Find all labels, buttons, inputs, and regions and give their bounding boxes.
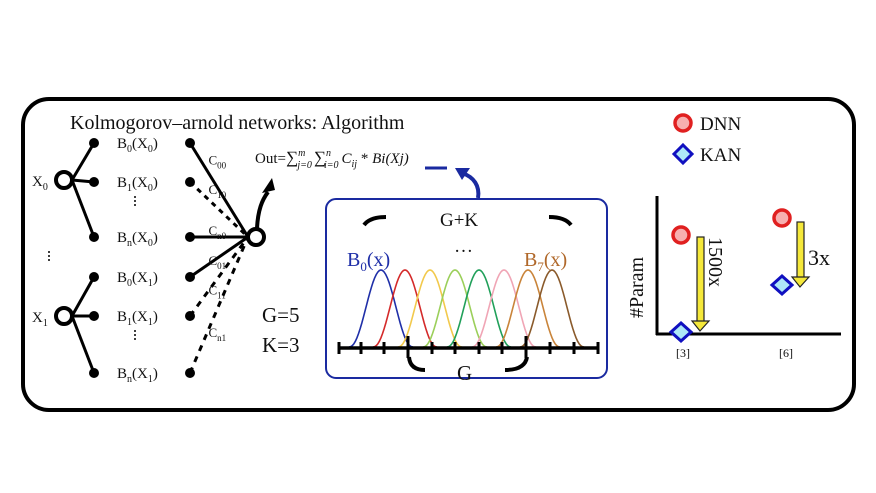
chart-xtick-1: [6]	[779, 346, 793, 360]
input-edge	[70, 276, 96, 317]
ellipsis-dot	[134, 334, 136, 336]
chart-ylabel: #Param	[626, 256, 648, 318]
diagram-title: Kolmogorov–arnold networks: Algorithm	[70, 112, 405, 134]
legend-dnn-marker	[673, 113, 693, 133]
coef-label: C01	[209, 253, 227, 271]
bspline-panel	[325, 198, 608, 379]
coef-edge	[188, 236, 250, 374]
knot-axis	[337, 336, 600, 358]
basis-curve	[397, 269, 463, 348]
link-arrow-head	[455, 168, 470, 180]
kan-point-1	[769, 273, 795, 297]
basis-label: B0(X1)	[117, 270, 158, 289]
kan-point-0	[668, 320, 694, 344]
reduction-arrow-1	[796, 221, 805, 279]
ellipsis-dot	[134, 196, 136, 198]
bspline-bottom-label: G	[457, 361, 472, 385]
basis-node	[89, 138, 99, 148]
top-brace-right	[548, 215, 573, 227]
basis-curve	[519, 269, 585, 348]
input-node	[54, 306, 74, 326]
basis-label: Bn(X0)	[117, 230, 158, 249]
param-g: G=5	[262, 303, 300, 327]
input-node	[54, 170, 74, 190]
link-arrow	[461, 171, 481, 199]
input-label: X1	[32, 310, 48, 329]
coef-label: Cn1	[209, 325, 227, 343]
coef-edge	[189, 235, 249, 279]
dnn-point-0	[671, 225, 691, 245]
input-edge	[70, 179, 96, 238]
legend-kan-marker	[671, 142, 695, 166]
basis-first-label: B0(x)	[347, 249, 390, 274]
top-brace-left	[362, 215, 387, 227]
coef-edge	[188, 180, 250, 239]
coef-label: C10	[209, 182, 227, 200]
basis-last-label: B7(x)	[524, 249, 567, 274]
basis-label: B1(X0)	[117, 175, 158, 194]
basis-curves	[348, 269, 585, 348]
basis-curve	[471, 269, 537, 348]
basis-label: Bn(X1)	[117, 366, 158, 385]
outer-frame	[21, 97, 856, 412]
ellipsis-dot	[134, 338, 136, 340]
input-edge	[70, 142, 96, 181]
output-node	[246, 227, 266, 247]
ellipsis-dot	[48, 255, 50, 257]
bottom-brace-left	[407, 356, 426, 372]
basis-label: B0(X0)	[117, 136, 158, 155]
reduction-arrow-0	[696, 236, 705, 323]
bspline-top-label: G+K	[440, 210, 478, 231]
ellipsis-dot	[134, 204, 136, 206]
basis-curve	[348, 269, 414, 348]
coef-label: C11	[209, 282, 226, 300]
reduction-arrow-0-head	[690, 320, 711, 332]
basis-node	[89, 311, 99, 321]
ellipsis-dot	[48, 259, 50, 261]
input-label: X0	[32, 174, 48, 193]
basis-node	[89, 177, 99, 187]
bottom-brace-right	[504, 356, 529, 372]
ellipsis-dot	[134, 330, 136, 332]
reduction-arrow-1-head	[790, 276, 811, 288]
reduction-label-0: 1500x	[704, 237, 726, 287]
output-arrow-head	[262, 178, 275, 193]
ellipsis-dot	[48, 251, 50, 253]
basis-curve	[495, 269, 561, 348]
input-edge	[70, 315, 96, 374]
chart-xtick-0: [3]	[676, 346, 690, 360]
legend-dnn-label: DNN	[700, 114, 741, 135]
dnn-point-1	[772, 208, 792, 228]
basis-node	[89, 272, 99, 282]
basis-label: B1(X1)	[117, 309, 158, 328]
legend-kan-label: KAN	[700, 145, 741, 166]
basis-curve	[446, 269, 512, 348]
coef-label: C00	[209, 153, 227, 171]
param-k: K=3	[262, 333, 300, 357]
bspline-ellipsis: …	[454, 236, 473, 257]
basis-node	[89, 232, 99, 242]
output-arrow	[255, 190, 270, 229]
basis-curve	[372, 269, 438, 348]
coef-edge	[188, 142, 250, 238]
reduction-label-1: 3x	[808, 245, 830, 270]
coef-label: Cn0	[209, 223, 227, 241]
basis-curve	[422, 269, 488, 348]
ellipsis-dot	[134, 200, 136, 202]
coef-edge	[188, 236, 250, 317]
basis-node	[89, 368, 99, 378]
